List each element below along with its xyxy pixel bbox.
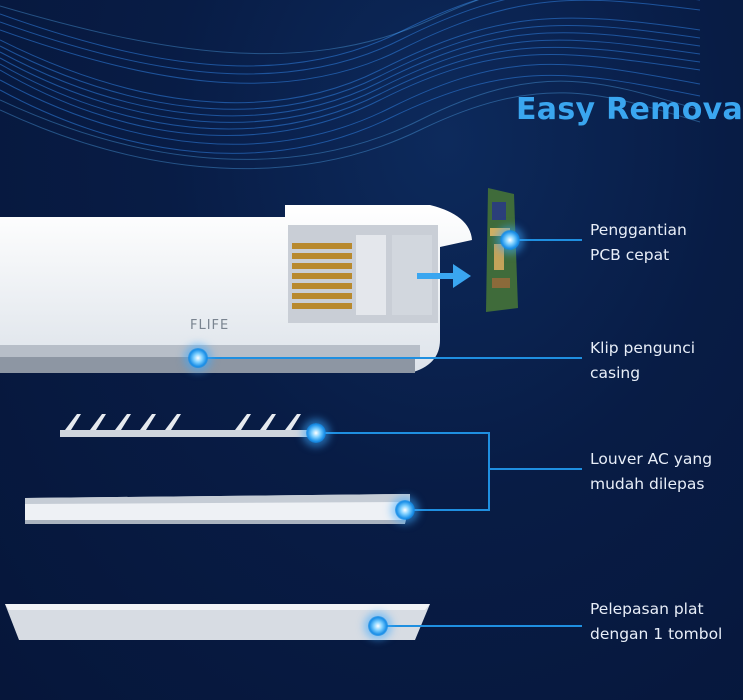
marker-louver-top [306,423,326,443]
horizontal-louver [25,494,410,524]
marker-clip [188,348,208,368]
front-panel-plate [5,604,430,640]
ac-indoor-unit [0,205,472,373]
product-infographic: Easy Remova FLIFE [0,0,743,643]
callout-line-louver-out [488,468,582,470]
page-title: Easy Remova [516,92,743,127]
wave-lines-graphic [0,0,701,170]
callout-line-louver-bottom [404,509,489,511]
callout-line-plate [378,625,582,627]
feature-label-clip: Klip pengunci casing [590,339,696,382]
callout-line-louver-join [488,432,490,511]
marker-plate [368,616,388,636]
callout-line-clip [198,357,582,359]
callout-line-louver-top [316,432,489,434]
feature-label-pcb: Penggantian PCB cepat [590,221,687,264]
louver-blades [60,414,310,437]
marker-pcb [500,230,520,250]
feature-label-plate: Pelepasan plat dengan 1 tombol [590,600,723,643]
callout-line-pcb [510,239,582,241]
arrow-icon [417,264,471,288]
brand-logo: FLIFE [190,318,230,333]
pcb-board-graphic [486,188,518,312]
feature-label-louver: Louver AC yang mudah dilepas [590,450,713,493]
marker-louver-bottom [395,500,415,520]
